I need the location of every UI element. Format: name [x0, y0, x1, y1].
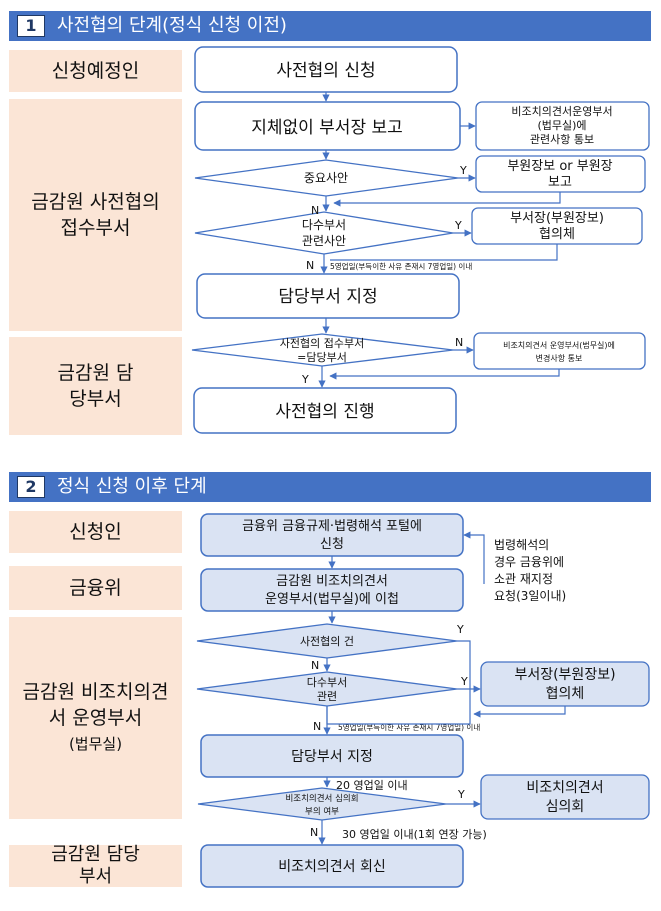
s2-decision-committee-l2: 부의 여부	[305, 806, 339, 817]
s1-side-notify-legal-l2: (법무실)에	[537, 119, 586, 132]
lane-legal-dept: 금감원 비조치의견서 운영부서 (법무실)	[9, 617, 182, 819]
s1-decision-multi-l1: 다수부서	[302, 218, 346, 232]
s1-box-proceed: 사전협의 진행	[193, 387, 457, 434]
s2-no-multi: N	[313, 720, 321, 733]
s2-note-thirty-days: 30 영업일 이내(1회 연장 가능)	[342, 827, 487, 841]
section1-title: 사전협의 단계(정식 신청 이전)	[57, 15, 287, 36]
s2-box-assign-text: 담당부서 지정	[291, 749, 373, 765]
s2-yes-multi: Y	[460, 675, 468, 688]
s2-decision-multi: 다수부서 관련	[196, 671, 458, 707]
s2-box-portal-l1: 금융위 금융규제·법령해석 포털에	[242, 519, 422, 534]
s2-decision-committee-l1: 비조치의견서 심의회	[285, 793, 358, 804]
s2-box-assign: 담당부서 지정	[200, 734, 464, 778]
s2-flow-labels: Y N Y N Y N	[310, 623, 468, 839]
s1-side-council: 부서장(부원장보) 협의체	[471, 207, 643, 245]
s1-yes-same: Y	[301, 373, 309, 386]
section2-number: 2	[17, 476, 45, 498]
lane-applicant-pre: 신청예정인	[9, 50, 182, 92]
s2-decision-multi-l2: 관련	[317, 690, 337, 703]
s2-side-council-l1: 부서장(부원장보)	[514, 667, 615, 683]
s1-side-deputy-l2: 보고	[548, 175, 572, 190]
s1-box-proceed-text: 사전협의 진행	[275, 402, 374, 422]
s2-note-reassign-l1: 법령해석의	[494, 538, 549, 552]
section2-header: 2 정식 신청 이후 단계	[9, 472, 651, 502]
s2-box-transfer-l2: 운영부서(법무실)에 이첩	[265, 592, 399, 607]
s1-note-five-days: 5영업일(부득이한 사유 존재시 7영업일) 이내	[330, 261, 472, 271]
s2-decision-committee: 비조치의견서 심의회 부의 여부	[197, 787, 447, 821]
s1-side-deputy-report: 부원장보 or 부원장 보고	[475, 155, 646, 193]
s1-side-notify-legal-l3: 관련사항 통보	[530, 133, 594, 146]
s2-box-portal: 금융위 금융규제·법령해석 포털에 신청	[200, 513, 464, 557]
s1-side-deputy-l1: 부원장보 or 부원장	[507, 159, 612, 174]
section1-number: 1	[17, 15, 45, 37]
s1-decision-same-l2: =담당부서	[297, 351, 347, 364]
s2-side-review-l1: 비조치의견서	[526, 780, 603, 796]
section2-title: 정식 신청 이후 단계	[57, 476, 207, 497]
s2-decision-multi-l1: 다수부서	[307, 676, 347, 689]
lane-responsible-dept-1: 금감원 담당부서	[9, 337, 182, 435]
s1-side-council-l2: 협의체	[539, 227, 575, 242]
s1-box-assign: 담당부서 지정	[196, 273, 460, 319]
s1-decision-same-l1: 사전협의 접수부서	[280, 337, 364, 350]
s1-flow-labels: Y N Y N N Y	[301, 164, 467, 386]
s2-no-committee: N	[310, 826, 318, 839]
s2-box-reply-text: 비조치의견서 회신	[278, 859, 386, 875]
s2-note-reassign-l2: 경우 금융위에	[494, 555, 564, 569]
s2-note-reassign-l3: 소관 재지정	[494, 572, 553, 586]
s1-box-apply-text: 사전협의 신청	[276, 61, 375, 81]
lane-responsible-dept-2: 금감원 담당부서	[9, 844, 182, 887]
s1-decision-multi-l2: 관련사안	[302, 234, 346, 248]
s1-yes-important: Y	[459, 164, 467, 177]
s1-decision-important-text: 중요사안	[304, 171, 348, 185]
s2-yes-committee: Y	[457, 788, 465, 801]
s2-connectors	[318, 531, 566, 845]
s1-box-report: 지체없이 부서장 보고	[194, 101, 461, 151]
s2-box-reply: 비조치의견서 회신	[200, 844, 464, 888]
s1-box-assign-text: 담당부서 지정	[278, 287, 377, 307]
s2-side-review-l2: 심의회	[546, 799, 585, 815]
s1-no-multi: N	[306, 259, 314, 272]
lane-reception-dept: 금감원 사전협의 접수부서	[9, 99, 182, 331]
s1-side-council-l1: 부서장(부원장보)	[510, 211, 604, 226]
s1-side-change-l2: 변경사항 통보	[536, 353, 583, 363]
s1-box-apply: 사전협의 신청	[194, 46, 458, 93]
lane-fsc: 금융위	[9, 566, 182, 610]
s2-side-review-committee: 비조치의견서 심의회	[480, 774, 650, 820]
s1-decision-same-dept: 사전협의 접수부서 =담당부서	[191, 333, 454, 367]
s1-no-important: N	[311, 204, 319, 217]
s2-box-portal-l2: 신청	[320, 537, 344, 552]
lane-legal-dept-sub: (법무실)	[68, 735, 123, 753]
s1-connectors	[318, 92, 561, 388]
s2-box-transfer-l1: 금감원 비조치의견서	[276, 574, 388, 589]
section1-header: 1 사전협의 단계(정식 신청 이전)	[9, 11, 651, 41]
s2-side-council-l2: 협의체	[546, 686, 585, 702]
s2-yes-prior: Y	[456, 623, 464, 636]
lane-applicant: 신청인	[9, 511, 182, 553]
s1-side-notify-legal-l1: 비조치의견서운영부서	[511, 105, 612, 118]
s2-no-prior: N	[311, 659, 319, 672]
s2-side-council: 부서장(부원장보) 협의체	[480, 661, 650, 707]
s2-box-transfer: 금감원 비조치의견서 운영부서(법무실)에 이첩	[200, 568, 464, 612]
lane-legal-dept-label: 금감원 비조치의견서 운영부서	[22, 681, 169, 729]
s1-side-change-l1: 비조치의견서 운영부서(법무실)에	[503, 340, 615, 350]
s1-side-notify-legal: 비조치의견서운영부서 (법무실)에 관련사항 통보	[475, 101, 650, 151]
s2-note-five-days: 5영업일(부득이한 사유 존재시 7영업일) 이내	[338, 722, 480, 732]
s2-decision-prior-text: 사전협의 건	[300, 635, 354, 648]
s1-side-change-notify: 비조치의견서 운영부서(법무실)에 변경사항 통보	[473, 332, 646, 370]
s1-no-same: N	[455, 336, 463, 349]
s2-note-reassign-l4: 요청(3일이내)	[494, 589, 566, 603]
s1-yes-multi: Y	[454, 219, 462, 232]
s2-note-reassign: 법령해석의 경우 금융위에 소관 재지정 요청(3일이내)	[494, 538, 566, 603]
s1-decision-important: 중요사안	[194, 159, 459, 197]
s2-note-twenty-days: 20 영업일 이내	[336, 778, 408, 792]
s2-decision-prior: 사전협의 건	[196, 623, 458, 659]
s1-decision-multi-dept: 다수부서 관련사안	[194, 211, 454, 255]
s1-box-report-text: 지체없이 부서장 보고	[251, 118, 403, 138]
